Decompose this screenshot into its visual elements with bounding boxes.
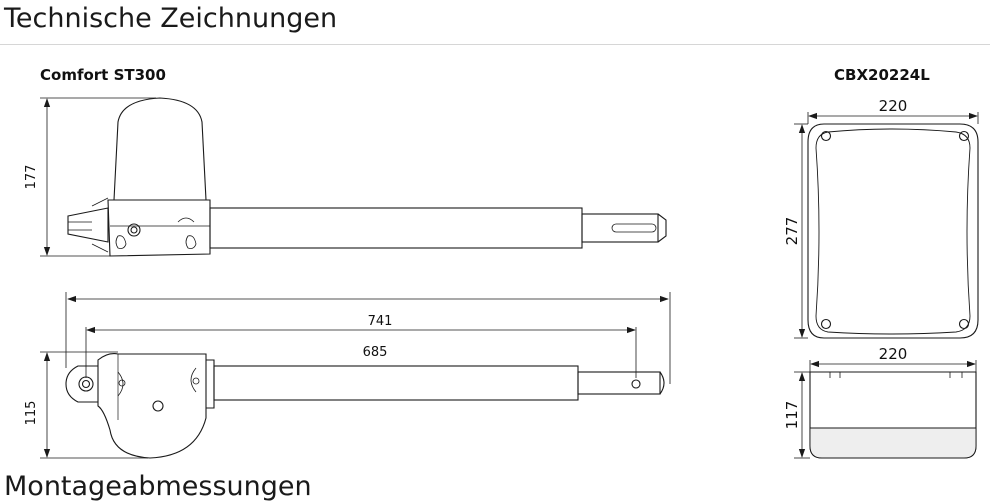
control-box-side-view <box>809 371 977 459</box>
operator-caption: Comfort ST300 <box>40 66 166 84</box>
control-box-depth-dimension <box>794 371 810 459</box>
operator-top-view <box>65 353 665 459</box>
next-section-title: Montageabmessungen <box>4 471 312 502</box>
operator-side-view <box>67 97 667 257</box>
operator-length-dimension-685 <box>85 326 637 378</box>
page-title: Technische Zeichnungen <box>4 3 338 34</box>
operator-depth-dimension <box>40 351 148 459</box>
operator-height-dimension <box>40 97 156 257</box>
dimension-label-220-top: 220 <box>879 97 908 115</box>
dimension-label-117: 117 <box>783 401 801 430</box>
dimension-label-177: 177 <box>24 165 39 190</box>
dimension-label-220-side: 220 <box>879 345 908 363</box>
dimension-label-685: 685 <box>363 345 388 360</box>
operator-length-dimension-741 <box>65 292 671 384</box>
dimension-label-115: 115 <box>24 401 39 426</box>
dimension-label-277: 277 <box>783 217 801 246</box>
control-box-width-dimension-top <box>807 112 979 124</box>
control-box-caption: CBX20224L <box>834 66 930 84</box>
dimension-label-741: 741 <box>368 314 393 329</box>
control-box-front-view <box>807 123 979 339</box>
control-box-width-dimension-side <box>809 360 977 372</box>
title-divider <box>0 44 990 45</box>
control-box-height-dimension <box>794 123 808 339</box>
